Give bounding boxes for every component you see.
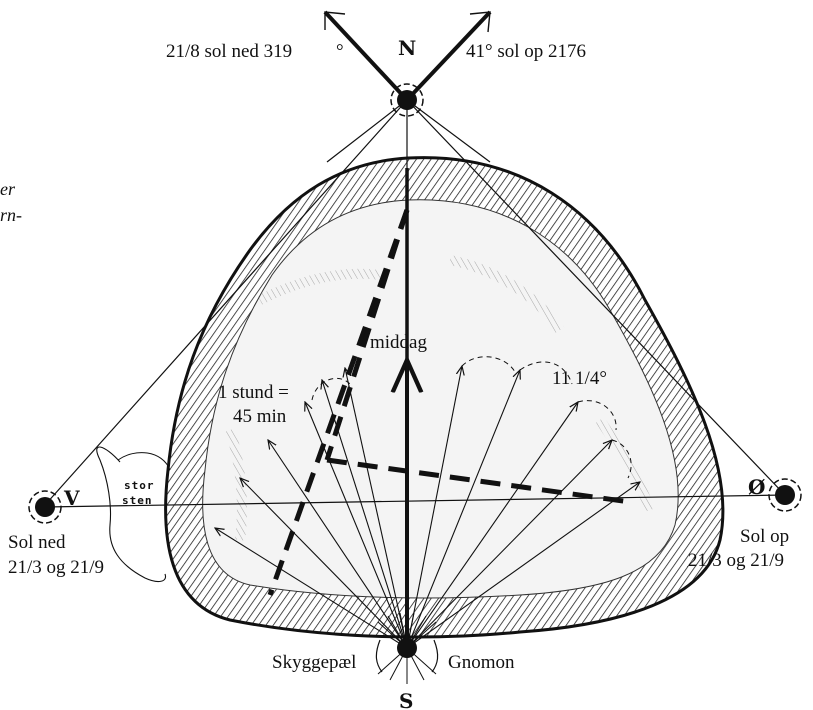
compass-marker-west (28, 490, 62, 524)
stone-label-line2: sten (122, 494, 153, 507)
south-label: S (399, 689, 413, 710)
north-arrow-icon (323, 10, 492, 102)
compass-marker-east (768, 478, 802, 512)
noon-label: middag (370, 332, 427, 353)
nw-sunset-label: 21/8 sol ned 319 (166, 41, 292, 62)
north-label: N (398, 36, 416, 60)
hour-label-line1: 1 stund = (218, 382, 289, 403)
nw-degree-label: ° (336, 41, 344, 62)
gnomon-label: Gnomon (448, 652, 515, 673)
west-label: V (63, 486, 80, 510)
big-stone-outline (96, 446, 167, 583)
shadow-pole-label: Skyggepæl (272, 652, 356, 673)
stone-label-line1: stor (124, 479, 155, 492)
shadow-lines (267, 209, 631, 596)
ne-sunrise-label: 41° sol op 2176 (466, 41, 586, 62)
sunset-label-line2: 21/3 og 21/9 (8, 557, 104, 578)
arc-marks (311, 356, 632, 479)
big-stone-edge (117, 452, 171, 471)
stone-texture (225, 255, 655, 541)
east-label: Ø (748, 475, 765, 499)
margin-text-line2: rn- (0, 205, 22, 225)
margin-text-line1: er (0, 179, 16, 199)
hour-label-line2: 45 min (233, 406, 287, 427)
sunrise-label-line1: Sol op (740, 526, 789, 547)
sunrise-label-line2: 21/3 og 21/9 (688, 550, 784, 571)
gnomon-base-marker (375, 612, 439, 684)
compass-marker-north (390, 83, 424, 117)
angle-label: 11 1/4° (552, 368, 607, 389)
hour-arrows (215, 366, 640, 649)
sunset-label-line1: Sol ned (8, 532, 66, 553)
